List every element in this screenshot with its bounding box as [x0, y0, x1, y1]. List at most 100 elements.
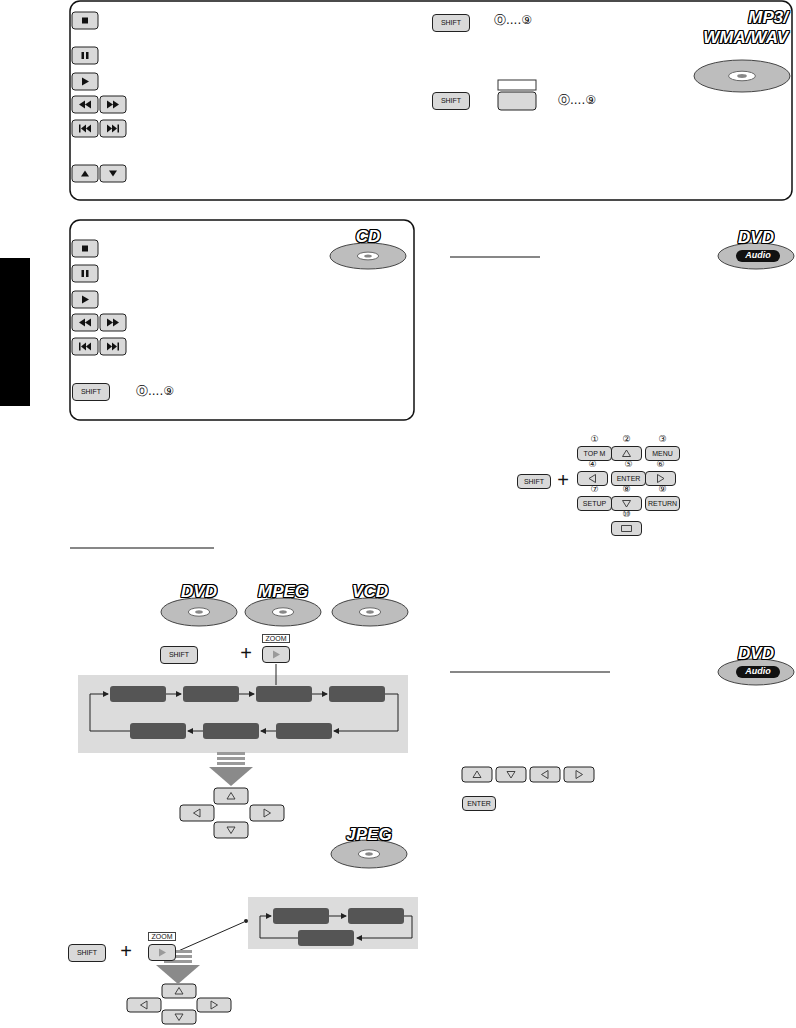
symbol-part — [175, 988, 183, 995]
remote-button — [100, 96, 126, 113]
key-number: ⑦ — [578, 484, 611, 494]
remote-button — [214, 788, 248, 804]
button-symbol — [149, 945, 177, 962]
symbol-part — [227, 827, 235, 834]
symbol-part — [366, 610, 374, 613]
remote-button: SHIFT — [432, 92, 470, 110]
symbol-part — [272, 608, 293, 616]
remote-button: ③MENU — [645, 446, 680, 461]
zoom-panel — [248, 897, 418, 949]
plus-sign: + — [116, 940, 136, 963]
symbol-part — [694, 60, 790, 92]
remote-button — [127, 998, 161, 1012]
remote-button — [197, 998, 231, 1012]
remote-button — [498, 92, 536, 110]
heading-underline — [450, 671, 610, 672]
symbol-part — [100, 314, 126, 331]
remote-button: SHIFT — [517, 474, 551, 489]
symbol-part — [175, 1014, 183, 1021]
disc-logo-text: DVD — [718, 229, 794, 246]
remote-button — [100, 314, 126, 331]
symbol-part — [576, 771, 583, 779]
symbol-part — [107, 343, 119, 351]
symbol-part — [162, 1010, 196, 1024]
symbol-part — [180, 805, 214, 821]
symbol-part — [141, 1001, 148, 1009]
key-number: ④ — [578, 459, 607, 469]
remote-button — [162, 984, 196, 998]
remote-button — [72, 265, 98, 282]
symbol-part — [718, 243, 794, 269]
button-label: SHIFT — [69, 945, 105, 961]
symbol-part — [214, 788, 248, 804]
zoom-step-box — [276, 723, 332, 739]
key-range: ⓪....⑨ — [478, 12, 548, 29]
symbol-part — [264, 809, 271, 817]
symbol-part — [72, 240, 98, 257]
remote-button — [72, 338, 98, 355]
button-label: ENTER — [463, 797, 495, 810]
symbol-part — [473, 771, 481, 778]
button-label: SHIFT — [73, 384, 109, 400]
symbol-part — [81, 171, 89, 177]
remote-button — [180, 805, 214, 821]
symbol-part — [156, 965, 200, 984]
symbol-part — [359, 608, 380, 616]
symbol-part — [330, 243, 406, 269]
symbol-part — [365, 852, 373, 855]
symbol-part — [107, 319, 119, 327]
remote-button: ⑩ — [611, 521, 642, 536]
remote-button: ZOOM — [148, 944, 176, 961]
symbol-part — [72, 47, 98, 64]
audio-badge — [736, 666, 780, 678]
zoom-tag: ZOOM — [148, 932, 176, 941]
symbol-part — [364, 254, 372, 257]
flow-arrow — [166, 694, 181, 695]
disc-logo-text: MP3/ WMA/WAV — [692, 8, 788, 48]
remote-button — [72, 73, 98, 90]
symbol-part — [79, 319, 91, 327]
remote-button: SHIFT — [432, 14, 470, 32]
remote-button — [462, 767, 492, 782]
disc-logo-text: DVD — [161, 583, 237, 600]
symbol-part — [214, 822, 248, 838]
button-label: TOP M — [578, 447, 611, 460]
remote-button: ZOOM — [262, 646, 290, 663]
flow-arrow — [239, 694, 254, 695]
key-number: ③ — [646, 434, 679, 444]
disc-icon — [718, 243, 794, 269]
symbol-part — [718, 659, 794, 685]
remote-button: ENTER — [462, 796, 496, 811]
disc-icon — [331, 840, 407, 868]
plus-sign: + — [236, 642, 256, 665]
symbol-part — [331, 840, 407, 868]
disc-logo-text: JPEG — [331, 826, 407, 843]
disc-icon — [694, 60, 790, 92]
leader-line — [276, 664, 277, 685]
symbol-part — [79, 101, 91, 109]
remote-button — [72, 165, 98, 182]
key-number: ⑤ — [612, 459, 645, 469]
audio-badge-text: Audio — [736, 250, 780, 261]
symbol-part — [217, 762, 245, 765]
button-label: RETURN — [646, 497, 679, 510]
symbol-part — [197, 998, 231, 1012]
key-number: ② — [612, 434, 641, 444]
remote-button — [214, 822, 248, 838]
remote-button: SHIFT — [160, 646, 198, 664]
symbol-part — [357, 252, 378, 260]
mp3-frame — [70, 1, 792, 200]
flow-arrow — [312, 694, 327, 695]
key-range: ⓪....⑨ — [120, 383, 190, 400]
zoom-step-box — [256, 686, 312, 702]
disc-logo-text: CD — [330, 228, 406, 245]
symbol-part — [109, 171, 117, 177]
heading-underline — [450, 256, 540, 257]
symbol-part — [279, 610, 287, 613]
key-number: ⑥ — [646, 459, 675, 469]
disc-logo-text: MPEG — [245, 583, 321, 600]
symbol-part — [72, 165, 98, 182]
remote-button — [496, 767, 526, 782]
button-label: SHIFT — [433, 15, 469, 31]
symbol-part — [100, 96, 126, 113]
